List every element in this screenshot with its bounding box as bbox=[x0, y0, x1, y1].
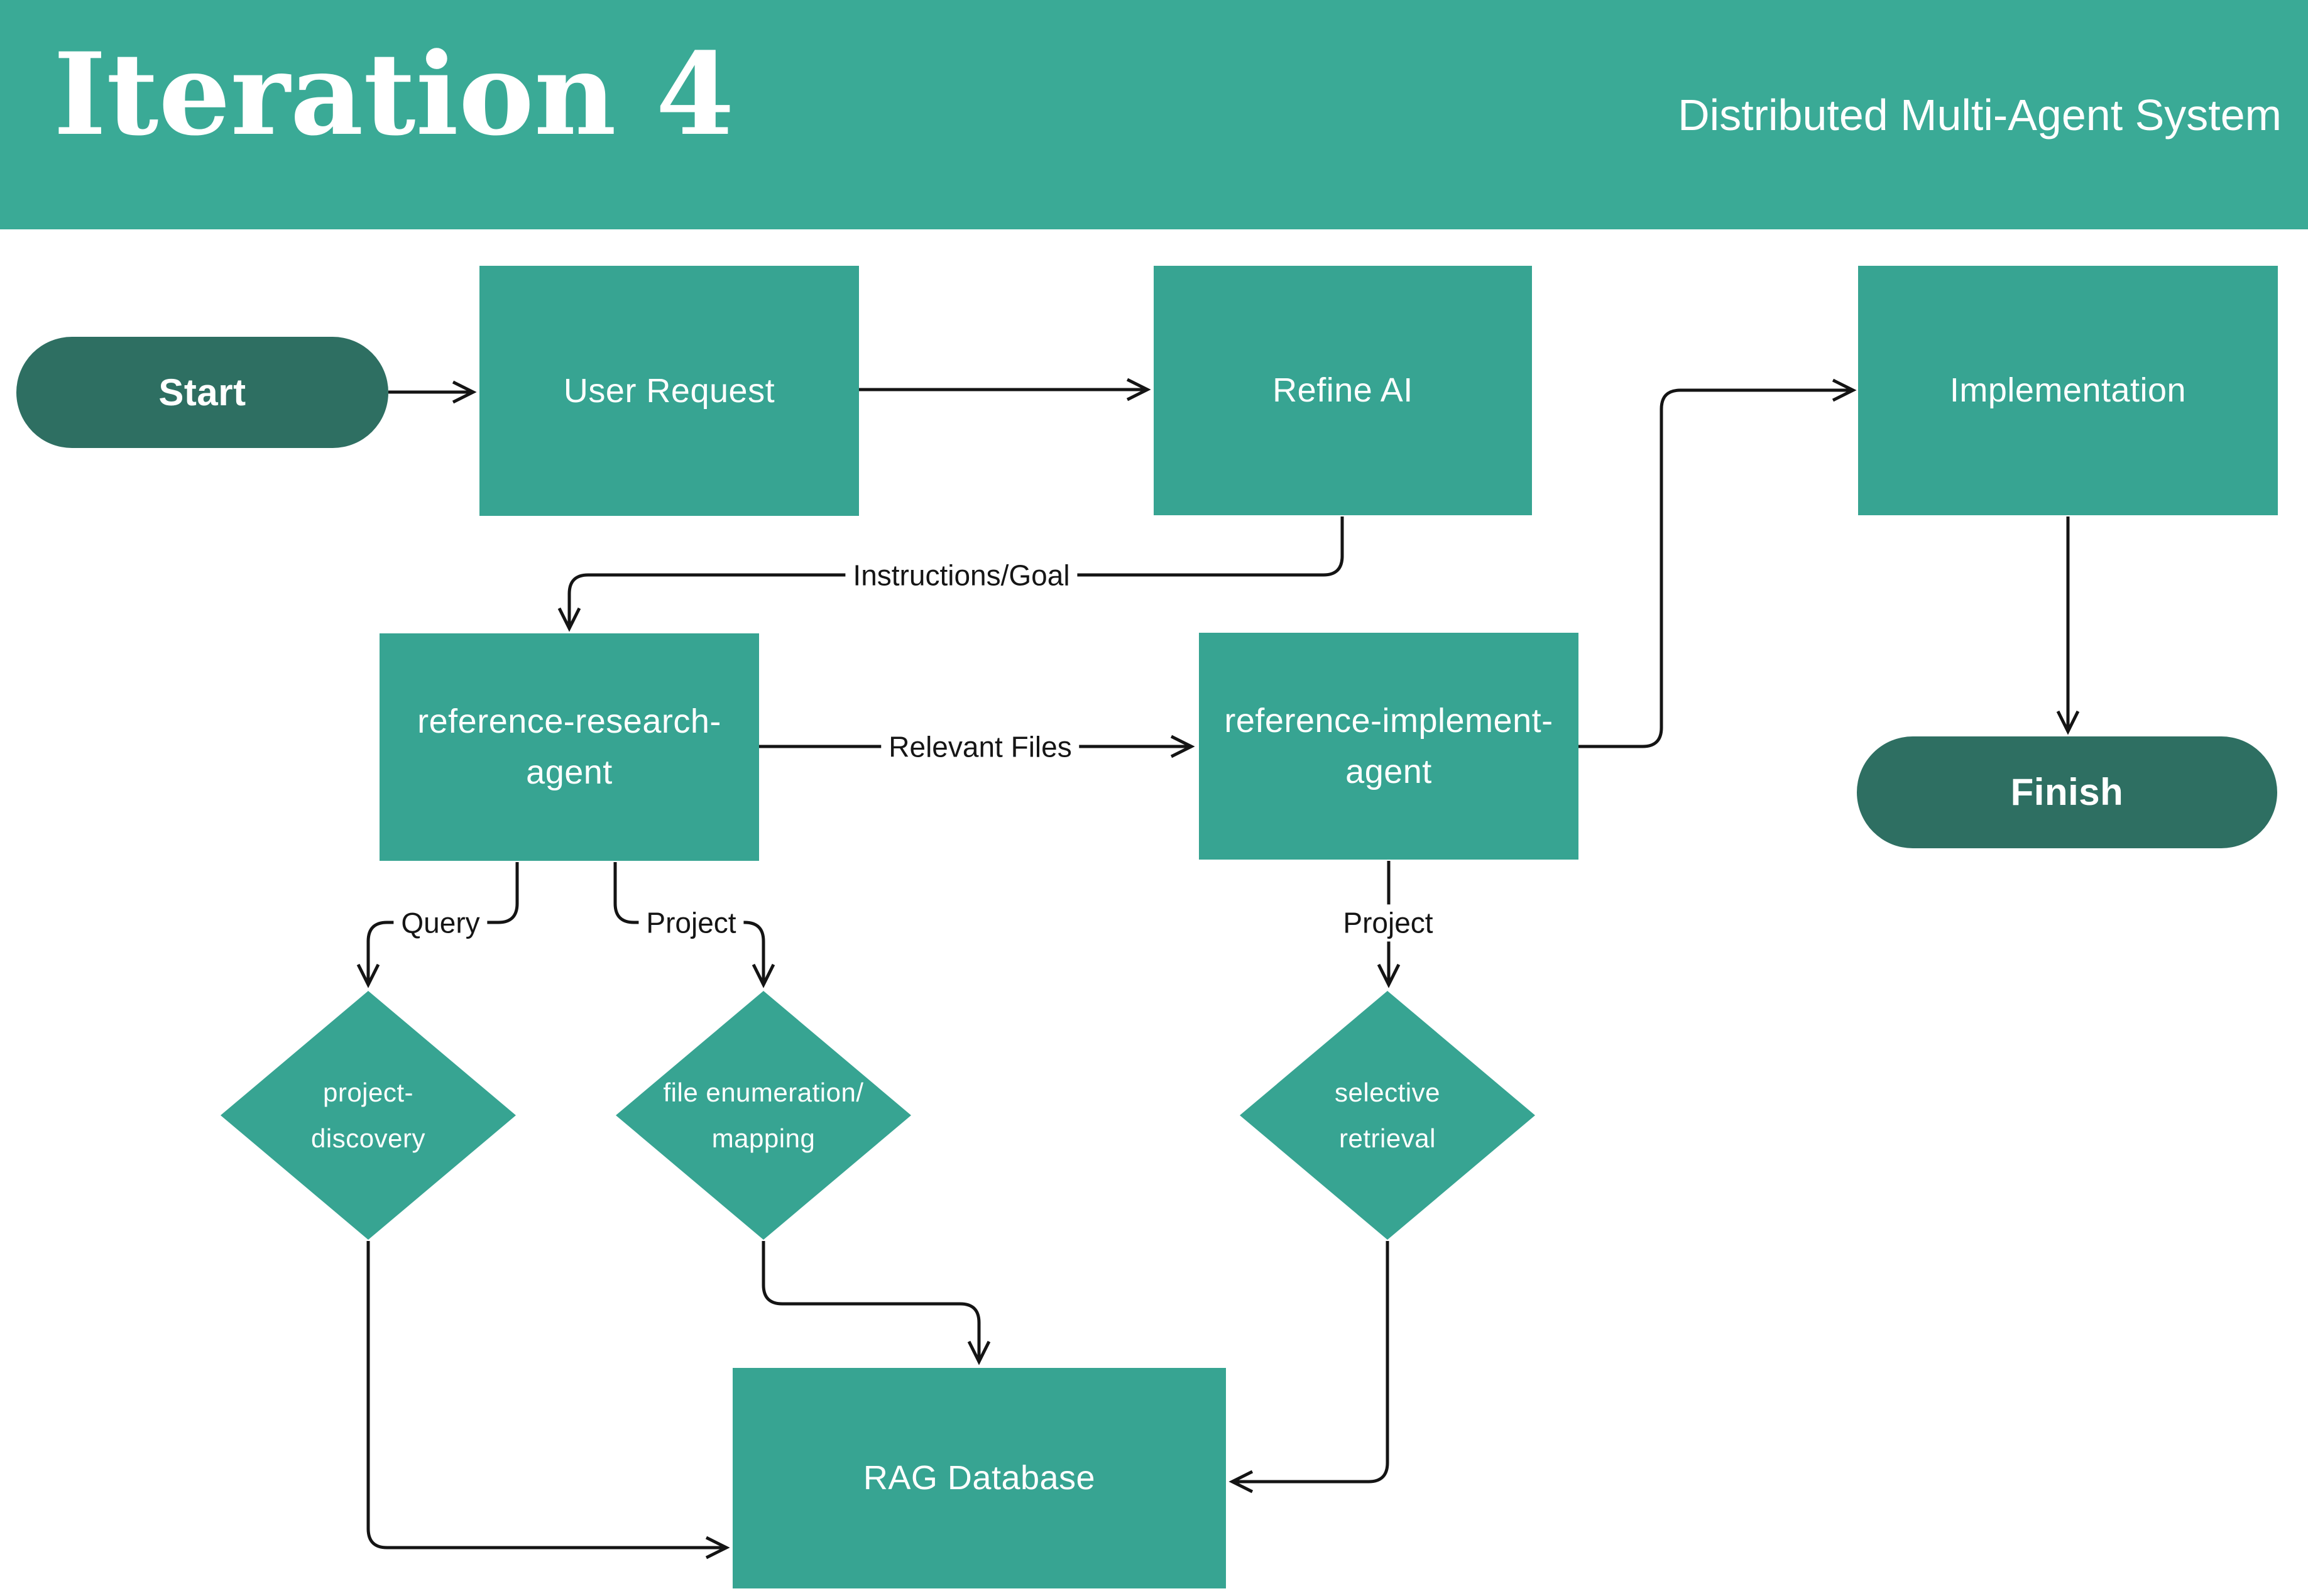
node-reference-research-agent: reference-research- agent bbox=[380, 633, 759, 861]
node-label-line1: reference-research- bbox=[417, 702, 721, 740]
edge-label-relevant-files: Relevant Files bbox=[881, 728, 1080, 766]
node-start: Start bbox=[16, 337, 388, 448]
node-label: User Request bbox=[563, 371, 775, 410]
node-finish: Finish bbox=[1857, 736, 2277, 848]
edge-label-project-right: Project bbox=[1335, 904, 1441, 942]
node-label-line1: reference-implement- bbox=[1224, 701, 1553, 740]
edge-label-instructions-goal: Instructions/Goal bbox=[845, 557, 1078, 594]
node-user-request: User Request bbox=[479, 266, 859, 516]
node-label: Finish bbox=[2010, 771, 2124, 813]
edge-file-enumeration-to-rag bbox=[762, 1241, 991, 1365]
node-label: Start bbox=[158, 371, 246, 413]
node-label: Refine AI bbox=[1272, 371, 1413, 409]
node-label: RAG Database bbox=[863, 1459, 1096, 1497]
node-implementation: Implementation bbox=[1858, 266, 2278, 515]
page-title: Iteration 4 bbox=[53, 28, 735, 161]
header-band: Iteration 4 Distributed Multi-Agent Syst… bbox=[0, 0, 2308, 229]
node-label-line2: agent bbox=[526, 753, 613, 791]
page-subtitle: Distributed Multi-Agent System bbox=[1678, 90, 2282, 139]
node-label-line2: mapping bbox=[711, 1123, 816, 1153]
node-label-line1: project- bbox=[322, 1077, 414, 1107]
edge-label-query: Query bbox=[393, 904, 488, 942]
node-label-line1: file enumeration/ bbox=[663, 1077, 864, 1107]
node-refine-ai: Refine AI bbox=[1154, 266, 1532, 515]
node-label-line2: discovery bbox=[311, 1123, 425, 1153]
node-label: Implementation bbox=[1949, 371, 2187, 409]
node-label-line2: retrieval bbox=[1339, 1123, 1436, 1153]
node-rag-database: RAG Database bbox=[733, 1368, 1226, 1588]
edge-implement-agent-to-implementation bbox=[1578, 378, 1857, 748]
node-label-line2: agent bbox=[1345, 752, 1432, 790]
edge-label-project-left: Project bbox=[638, 904, 744, 942]
node-label-line1: selective bbox=[1335, 1077, 1440, 1107]
edge-project-discovery-to-rag bbox=[366, 1241, 730, 1560]
node-reference-implement-agent: reference-implement- agent bbox=[1199, 633, 1578, 860]
edge-selective-retrieval-to-rag bbox=[1228, 1241, 1389, 1494]
